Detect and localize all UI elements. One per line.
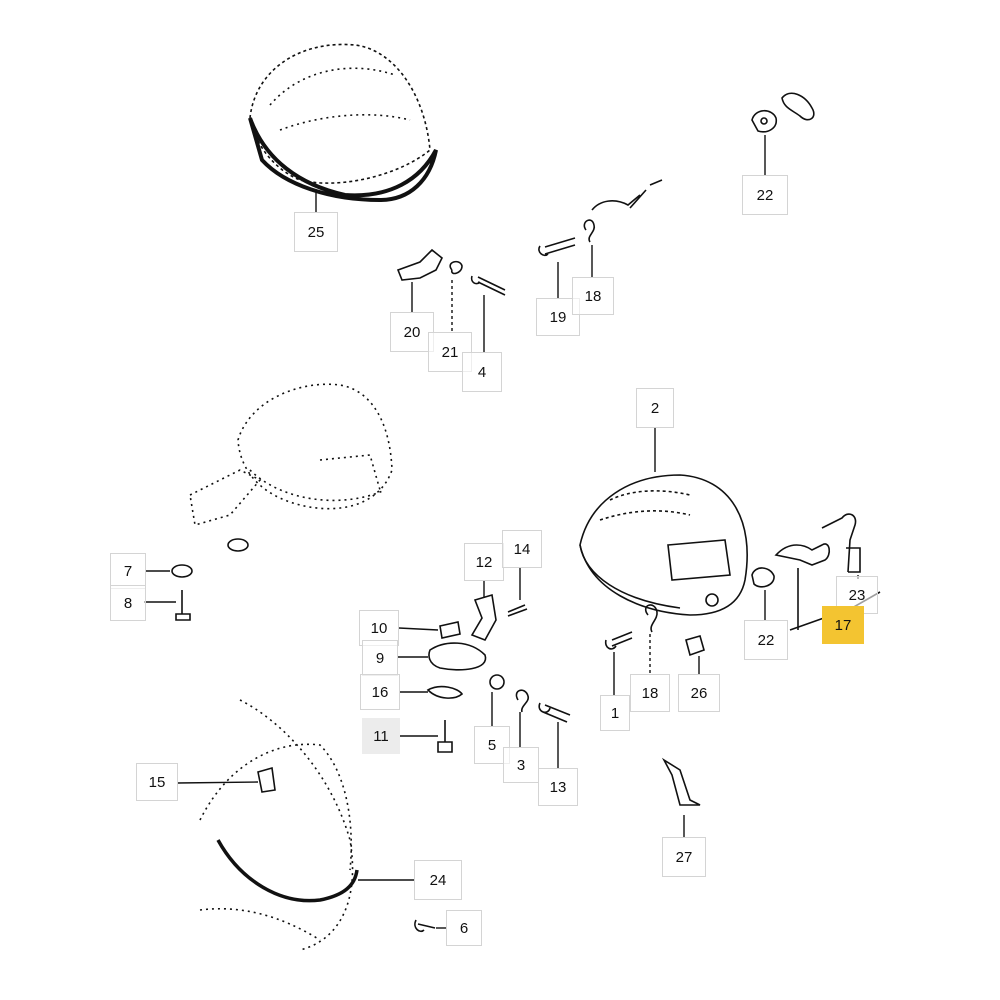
fairing-lower-dotted-drawing [199,699,354,951]
callout-18[interactable]: 18 [572,277,614,315]
callout-7[interactable]: 7 [110,553,146,589]
callout-6[interactable]: 6 [446,910,482,946]
callout-13[interactable]: 13 [538,768,578,806]
callout-16[interactable]: 16 [360,674,400,710]
part-8-screw-drawing [175,590,191,621]
callout-2[interactable]: 2 [636,388,674,428]
callout-17-highlighted[interactable]: 17 [822,606,864,644]
callout-3[interactable]: 3 [503,747,539,783]
callout-1[interactable]: 1 [600,695,630,731]
callout-26[interactable]: 26 [678,674,720,712]
grommet-drawing [227,538,249,552]
callout-9[interactable]: 9 [362,640,398,676]
part-24-seal-drawing [216,839,359,903]
callout-20[interactable]: 20 [390,312,434,352]
part-25-lamp-cover-drawing [248,43,438,203]
callout-12[interactable]: 12 [464,543,504,581]
small-hardware-middle-drawing [426,593,705,806]
callout-11[interactable]: 11 [362,718,400,754]
part-15-clip-drawing [257,766,276,793]
leader-lines [144,135,859,929]
part-6-screw-drawing [414,919,436,933]
callout-22[interactable]: 22 [742,175,788,215]
callout-24[interactable]: 24 [414,860,462,900]
callout-4[interactable]: 4 [462,352,502,392]
callout-25[interactable]: 25 [294,212,338,252]
callout-15[interactable]: 15 [136,763,178,801]
callout-27[interactable]: 27 [662,837,706,877]
callout-22-lower[interactable]: 22 [744,620,788,660]
part-22-top-drawing [751,92,815,133]
part-lamp-assembly-dotted-drawing [189,383,393,527]
callout-8[interactable]: 8 [110,585,146,621]
callout-18-lower[interactable]: 18 [630,674,670,712]
part-2-lamp-cover-drawing [579,474,748,616]
callout-14[interactable]: 14 [502,530,542,568]
small-hardware-top-drawing [396,179,663,296]
part-7-washer-drawing [171,564,193,578]
